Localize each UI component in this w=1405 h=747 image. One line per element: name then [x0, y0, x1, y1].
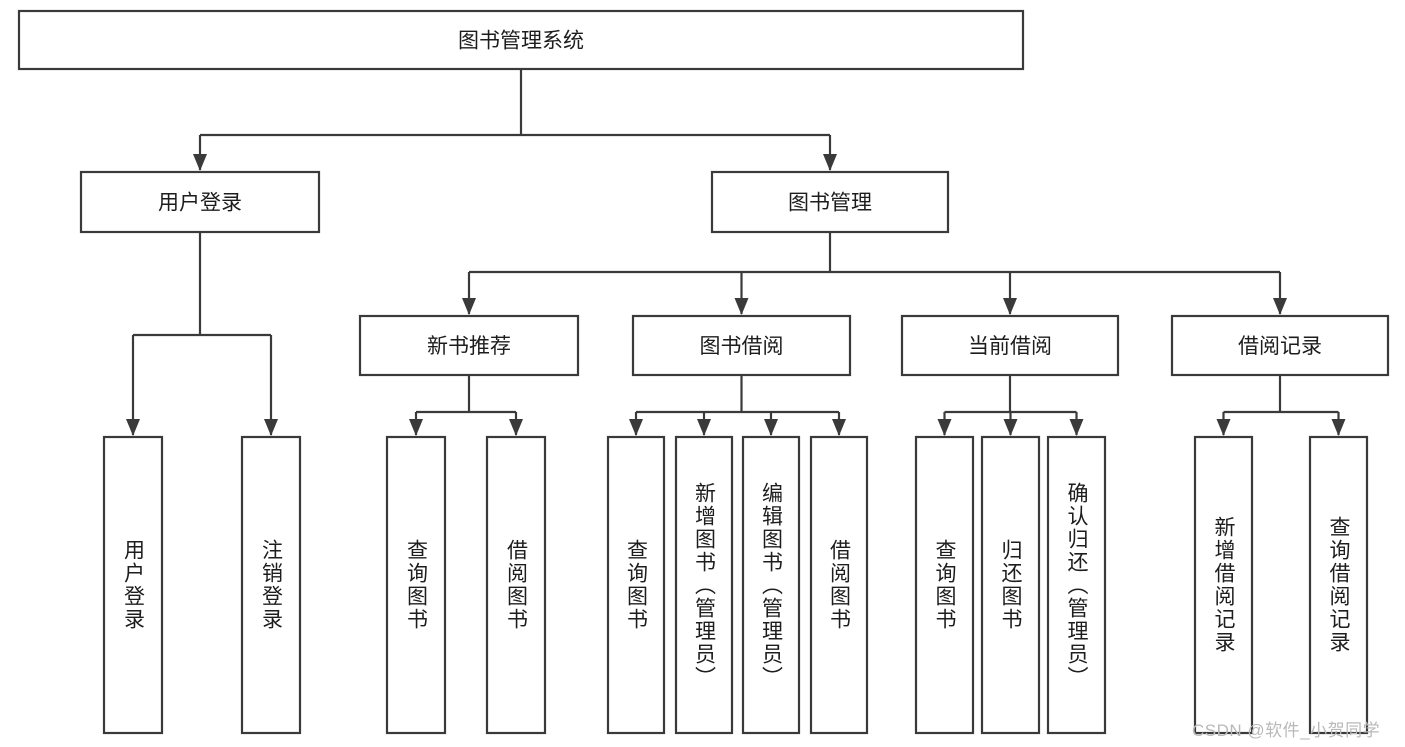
node-图书借阅-label: 图书借阅	[700, 335, 784, 358]
node-新增图书管理员-box	[674, 435, 734, 735]
node-新增借阅记录-box	[1193, 435, 1254, 735]
node-用户登录-box	[79, 170, 321, 234]
node-借阅图书-box	[809, 435, 869, 735]
node-当前借阅-box	[900, 314, 1120, 377]
node-归还图书-box	[980, 435, 1041, 735]
node-编辑图书管理员-box	[741, 435, 801, 735]
node-当前借阅-label: 当前借阅	[968, 335, 1052, 358]
node-新书推荐-box	[358, 314, 580, 377]
node-查询图书-box	[385, 435, 447, 735]
node-查询图书-box	[914, 435, 975, 735]
csdn-watermark: CSDN @软件_小贺同学	[1192, 721, 1381, 740]
node-图书管理系统-box	[17, 9, 1025, 71]
arrow-head-icon	[264, 419, 278, 436]
node-借阅记录-box	[1170, 314, 1390, 377]
arrow-head-icon	[734, 298, 749, 315]
arrow-head-icon	[1003, 298, 1017, 315]
arrow-head-icon	[832, 419, 846, 436]
arrow-head-icon	[1003, 419, 1018, 436]
node-box-layer	[17, 9, 1390, 735]
arrow-head-icon	[764, 419, 778, 436]
node-借阅图书-box	[485, 435, 547, 735]
node-图书管理-box	[710, 170, 950, 234]
node-借阅记录-label: 借阅记录	[1238, 335, 1322, 358]
node-查询借阅记录-box	[1308, 435, 1369, 735]
arrow-head-icon	[462, 298, 476, 315]
arrow-head-icon	[1216, 419, 1231, 436]
node-确认归还管理员-box	[1046, 435, 1107, 735]
arrow-head-icon	[823, 154, 837, 171]
arrow-head-icon	[1069, 419, 1084, 436]
node-图书管理-label: 图书管理	[788, 192, 872, 215]
node-图书借阅-box	[631, 314, 852, 377]
node-用户登录-box	[102, 435, 164, 735]
node-新书推荐-label: 新书推荐	[427, 335, 511, 358]
arrow-head-icon	[1273, 298, 1287, 315]
node-查询图书-box	[606, 435, 666, 735]
arrow-head-icon	[937, 419, 952, 436]
arrow-head-icon	[1331, 419, 1346, 436]
node-用户登录-label: 用户登录	[158, 192, 242, 215]
arrow-head-icon	[409, 419, 423, 436]
arrow-head-icon	[193, 154, 207, 171]
node-注销登录-box	[240, 435, 302, 735]
arrow-head-icon	[697, 419, 711, 436]
arrow-head-icon	[509, 419, 523, 436]
arrow-head-icon	[629, 419, 643, 436]
arrow-head-icon	[126, 419, 140, 436]
connector-layer	[126, 69, 1346, 436]
node-图书管理系统-label: 图书管理系统	[458, 30, 584, 53]
